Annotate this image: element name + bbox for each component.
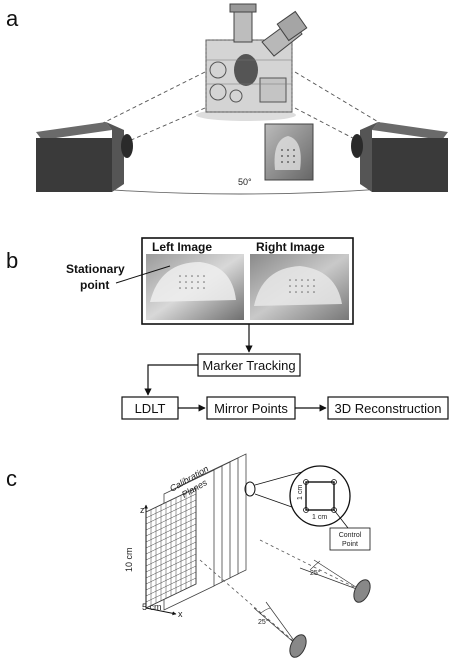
- grid-line-horizontal: [145, 517, 197, 543]
- camera1-view-line: [259, 539, 361, 591]
- grid-line-horizontal: [145, 529, 197, 555]
- grid-line-horizontal: [145, 565, 197, 591]
- right-camera-body: [372, 138, 448, 192]
- stationary-label-line1: Stationary: [66, 262, 125, 276]
- reconstruction-box: [327, 396, 449, 420]
- inset-horizontal-label: 1 cm: [312, 514, 327, 521]
- panel-a-letter: a: [6, 6, 19, 31]
- control-point-label-1: Control: [339, 532, 362, 539]
- grid-line-horizontal: [145, 571, 197, 597]
- left-camera-body: [36, 138, 112, 192]
- grid-line-horizontal: [145, 541, 197, 567]
- grid-line-horizontal: [145, 547, 197, 573]
- calibration-camera-2: 25°: [253, 601, 307, 658]
- camera1-angle-label: 25°: [310, 569, 321, 577]
- grid-line-horizontal: [145, 487, 197, 513]
- right-camera-side: [360, 122, 378, 192]
- panel-b-letter: b: [6, 248, 18, 273]
- x-axis-label: x: [178, 609, 183, 619]
- stationary-pointer-line: [115, 265, 171, 284]
- left-camera-lens: [121, 134, 133, 158]
- left-image-tongue: [150, 262, 236, 302]
- tongue-inset-photo: [264, 123, 314, 181]
- calibration-camera-1: 25°: [299, 559, 371, 603]
- arrow-tracking-to-ldlt: [144, 364, 198, 396]
- control-point-pointer: [333, 509, 349, 529]
- grid-line-horizontal: [145, 559, 197, 585]
- marker-tracking-label: Marker Tracking: [202, 358, 295, 373]
- right-camera-top: [372, 122, 448, 140]
- angle-label: 50°: [238, 177, 252, 187]
- left-camera-top: [36, 122, 112, 140]
- camera1-cone-line-b: [313, 559, 363, 592]
- camera1-sensor: [353, 579, 371, 603]
- inset-square: [305, 481, 335, 511]
- control-point-label-2: Point: [342, 541, 358, 548]
- dashed-line-left-top: [84, 71, 206, 133]
- dashed-line-right-top: [294, 71, 396, 133]
- grid-line-horizontal: [145, 523, 197, 549]
- camera2-angle-label: 25°: [258, 618, 269, 626]
- grid-line-horizontal: [145, 511, 197, 537]
- right-camera-icon: [351, 122, 448, 192]
- left-camera-side: [106, 122, 124, 192]
- camera2-cone-line-b: [265, 601, 299, 647]
- left-image-markers: [179, 275, 205, 289]
- right-image-label: Right Image: [256, 240, 325, 254]
- reconstruction-label: 3D Reconstruction: [335, 401, 442, 416]
- right-image-markers: [289, 279, 315, 293]
- left-camera-icon: [36, 122, 133, 192]
- grid-line-horizontal: [145, 577, 197, 603]
- apparatus-drawing: [196, 3, 308, 121]
- control-point-marker: [244, 481, 256, 497]
- panel-c-letter: c: [6, 466, 17, 491]
- camera2-angle-arc: [259, 607, 271, 615]
- grid-line-horizontal: [145, 553, 197, 579]
- camera1-cone-line-a: [299, 567, 363, 592]
- z-axis-label: z: [140, 505, 145, 515]
- right-camera-lens: [351, 134, 363, 158]
- camera2-view-line: [199, 559, 299, 646]
- control-point-callout-box: [329, 527, 371, 551]
- right-image-tongue: [254, 266, 342, 306]
- panel-b: b Left Image Right Image Stationary poin…: [6, 237, 449, 420]
- ldlt-label: LDLT: [135, 401, 166, 416]
- x-axis-arrow: [145, 607, 177, 616]
- grid-line-horizontal: [145, 493, 197, 519]
- panel-a: a 50°: [6, 3, 448, 195]
- grid-line-horizontal: [145, 499, 197, 525]
- height-dimension-label: 10 cm: [124, 547, 134, 572]
- mirror-points-label: Mirror Points: [214, 401, 288, 416]
- camera2-cone-line-a: [253, 607, 299, 647]
- grid-line-horizontal: [145, 583, 197, 609]
- left-image-label: Left Image: [152, 240, 212, 254]
- stationary-label-line2: point: [80, 278, 109, 292]
- panel-c: c z x 10 cm 5 cm Calibration Planes: [6, 453, 371, 658]
- width-dimension-label: 5 cm: [142, 602, 162, 612]
- grid-line-horizontal: [145, 535, 197, 561]
- grid-line-horizontal: [145, 505, 197, 531]
- camera2-sensor: [289, 634, 307, 658]
- camera1-angle-arc: [309, 560, 321, 571]
- zoom-line-top: [254, 471, 303, 486]
- inset-vertical-label: 1 cm: [297, 485, 304, 500]
- inset-control-points: [303, 479, 337, 513]
